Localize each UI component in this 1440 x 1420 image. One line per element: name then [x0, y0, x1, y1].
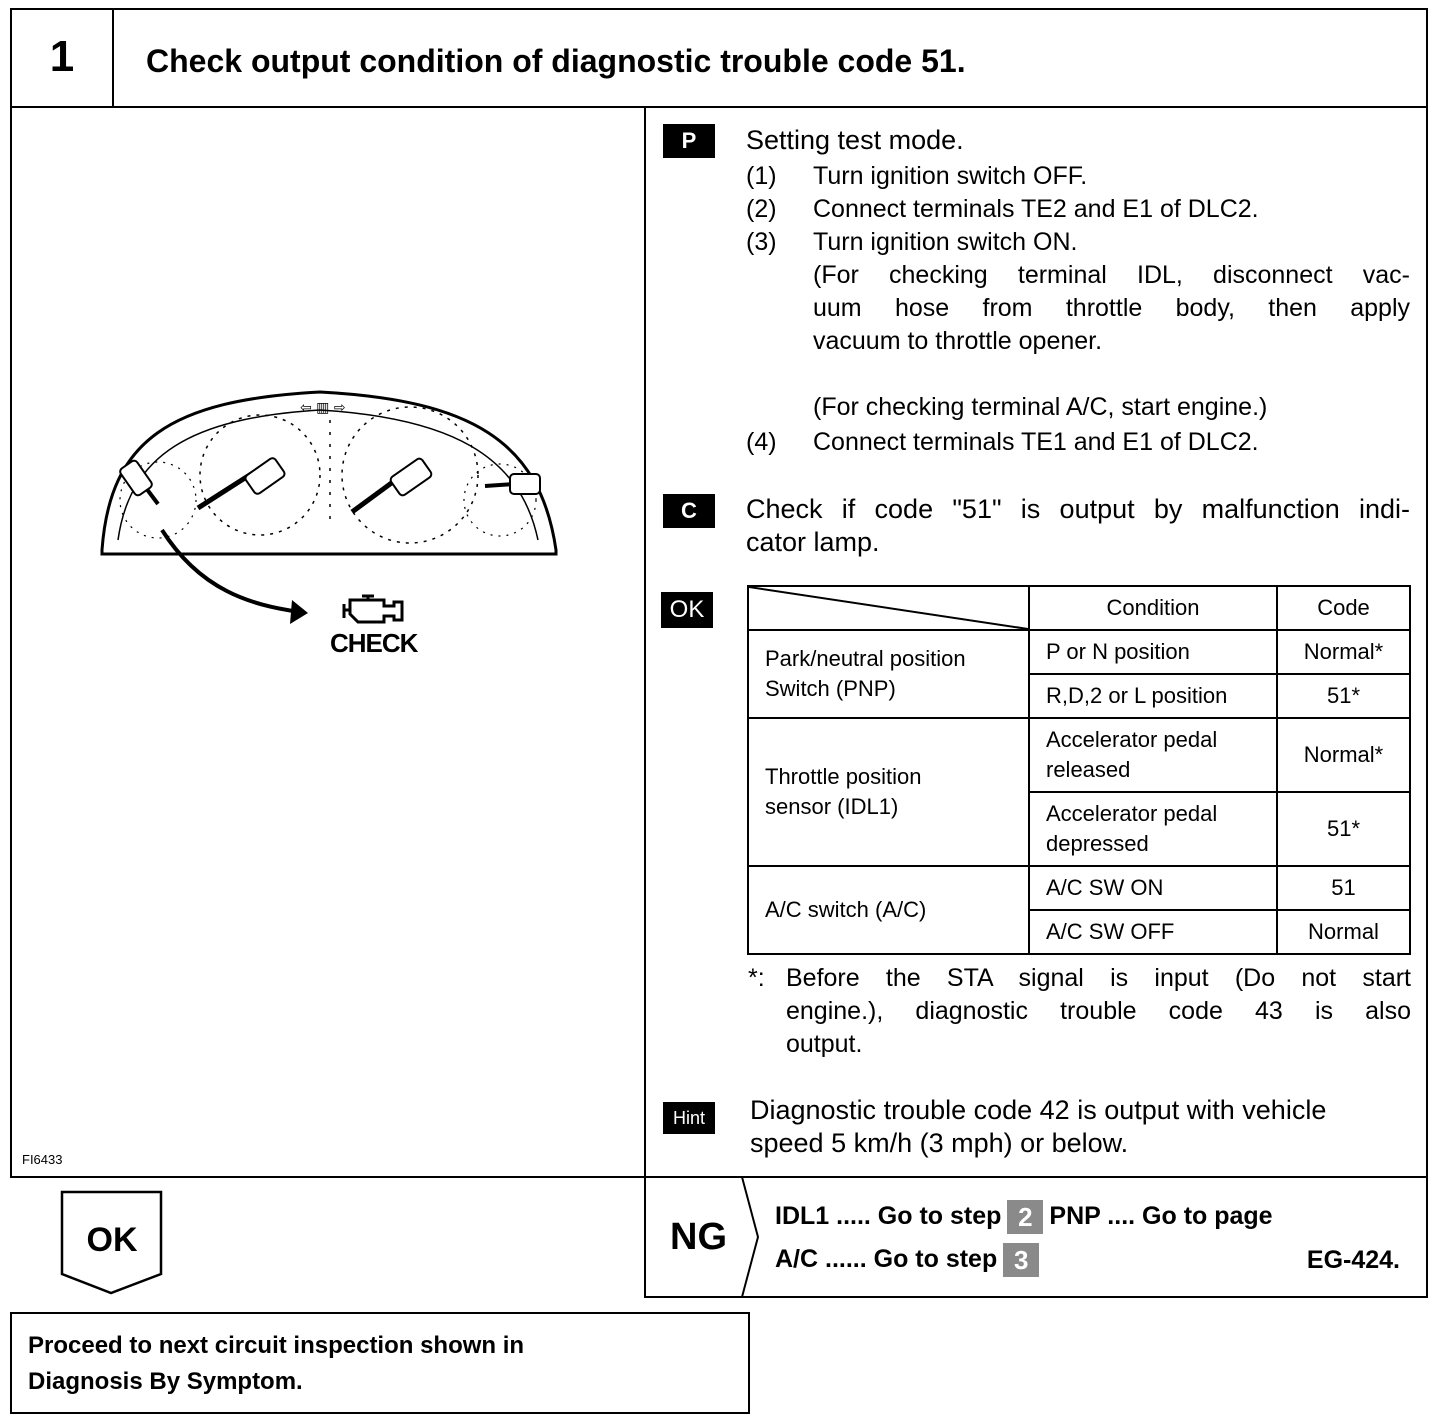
step-3-text: Turn ignition switch ON. [813, 228, 1078, 256]
ng-pnp-text: PNP .... Go to page [1049, 1202, 1273, 1230]
p-title: Setting test mode. [746, 125, 964, 155]
step-number-cell [12, 10, 114, 106]
table-row-condition: R,D,2 or L position [1028, 673, 1278, 719]
next-inspection-box [10, 1312, 750, 1414]
ng-divider-chevron [741, 1177, 760, 1297]
table-row-code: Normal [1276, 909, 1411, 955]
step-3-badge[interactable]: 3 [1003, 1243, 1040, 1278]
note-ac: (For checking terminal A/C, start engine… [813, 393, 1268, 421]
step-2-text: Connect terminals TE2 and E1 of DLC2. [813, 195, 1259, 223]
hint-line-1: Diagnostic trouble code 42 is output wit… [750, 1095, 1327, 1125]
figure-id: FI6433 [22, 1152, 63, 1167]
table-row-condition: Accelerator pedal released [1028, 717, 1278, 793]
ng-ac-text: A/C ...... Go to step [775, 1245, 998, 1273]
next-line-2: Diagnosis By Symptom. [28, 1368, 303, 1395]
header-code: Code [1276, 585, 1411, 631]
c-line-1: Check if code "51" is output by malfunct… [746, 494, 1410, 524]
step-header: 1 Check output condition of diagnostic t… [10, 8, 1428, 108]
step-number: 1 [49, 32, 75, 81]
table-row-condition: Accelerator pedal depressed [1028, 791, 1278, 867]
step-4-text: Connect terminals TE1 and E1 of DLC2. [813, 428, 1259, 456]
table-row-code: Normal* [1276, 629, 1411, 675]
table-row-condition: A/C SW OFF [1028, 909, 1278, 955]
footnote-mark: *: [748, 964, 765, 992]
body-divider [644, 108, 646, 1298]
step-3-num: (3) [746, 228, 777, 256]
ok-result-arrow [60, 1190, 164, 1296]
tag-ok: OK [661, 592, 713, 628]
footnote-line-3: output. [786, 1030, 863, 1058]
table-row-condition: P or N position [1028, 629, 1278, 675]
ng-idl1-text: IDL1 ..... Go to step [775, 1202, 1002, 1230]
svg-text:⇦ ▥ ⇨: ⇦ ▥ ⇨ [300, 400, 346, 416]
note-idl-line-2: uum hose from throttle body, then apply [813, 294, 1410, 322]
table-row-code: 51* [1276, 673, 1411, 719]
header-condition: Condition [1028, 585, 1278, 631]
engine-icon [340, 592, 410, 628]
note-idl-line-3: vacuum to throttle opener. [813, 327, 1103, 355]
hint-line-2: speed 5 km/h (3 mph) or below. [750, 1128, 1129, 1158]
condition-table: Condition Code Park/neutral position Swi… [747, 585, 1411, 955]
ng-page-ref[interactable]: EG-424. [1306, 1246, 1400, 1274]
tag-c: C [663, 494, 715, 528]
instrument-cluster-illustration: ⇦ ▥ ⇨ [100, 390, 558, 624]
step-4-num: (4) [746, 428, 777, 456]
footnote-line-2: engine.), diagnostic trouble code 43 is … [786, 997, 1411, 1025]
table-row-code: Normal* [1276, 717, 1411, 793]
group-ac-label: A/C switch (A/C) [747, 865, 1030, 955]
c-line-2: cator lamp. [746, 527, 880, 557]
footnote-line-1: Before the STA signal is input (Do not s… [786, 964, 1411, 992]
tag-hint: Hint [663, 1102, 715, 1134]
note-idl-line-1: (For checking terminal IDL, disconnect v… [813, 261, 1410, 289]
step-2-badge[interactable]: 2 [1007, 1200, 1044, 1235]
ok-result-label: OK [86, 1221, 138, 1259]
cluster-figure: ⇦ ▥ ⇨ [90, 380, 570, 670]
next-line-1: Proceed to next circuit inspection shown… [28, 1332, 525, 1359]
table-row-condition: A/C SW ON [1028, 865, 1278, 911]
ng-result-box [644, 1176, 1428, 1298]
table-corner-cell [747, 585, 1030, 631]
group-pnp-label: Park/neutral position Switch (PNP) [747, 629, 1030, 719]
table-row-code: 51 [1276, 865, 1411, 911]
tag-p: P [663, 124, 715, 158]
table-row-code: 51* [1276, 791, 1411, 867]
step-1-text: Turn ignition switch OFF. [813, 162, 1088, 190]
check-label: CHECK [330, 628, 418, 658]
ng-result-label: NG [670, 1216, 727, 1258]
group-idl1-label: Throttle position sensor (IDL1) [747, 717, 1030, 867]
step-1-num: (1) [746, 162, 777, 190]
step-2-num: (2) [746, 195, 777, 223]
step-title: Check output condition of diagnostic tro… [146, 43, 966, 79]
diagonal-header-line [749, 587, 1028, 629]
